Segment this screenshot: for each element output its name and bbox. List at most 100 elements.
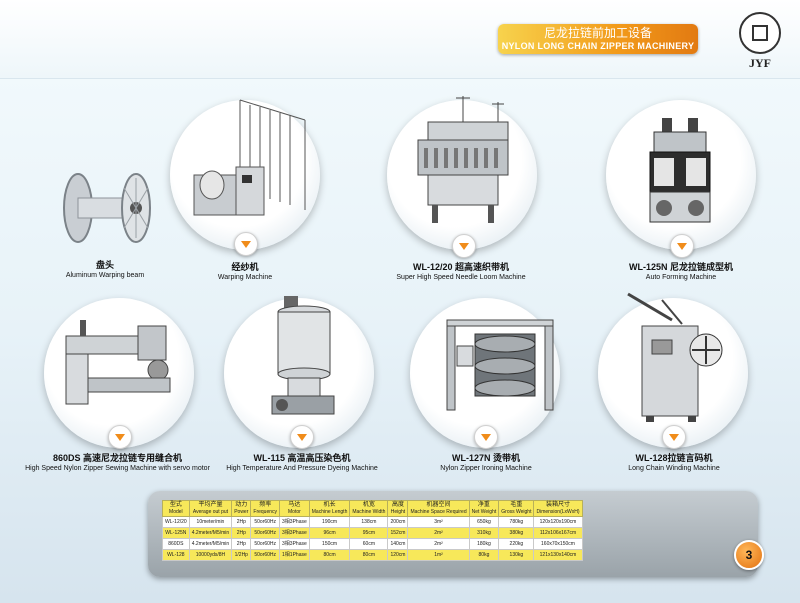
spec-header-label: 机宽 xyxy=(362,502,375,508)
table-cell: 60cm xyxy=(349,538,389,550)
product-name-en: Nylon Zipper Ironing Machine xyxy=(440,465,532,472)
product-name-en: Aluminum Warping beam xyxy=(65,272,145,279)
spec-header-label: Power xyxy=(234,509,249,515)
chevron-down-icon[interactable] xyxy=(452,234,476,258)
table-cell: 50or60Hz xyxy=(250,549,281,561)
table-cell: 780kg xyxy=(498,516,535,528)
product-caption-7: WL-128拉链言码机 Long Chain Winding Machine xyxy=(604,453,744,474)
warping-machine-image xyxy=(193,99,306,216)
ironing-machine-image xyxy=(446,319,554,411)
dyeing-machine-image xyxy=(271,296,335,415)
table-cell: 2m² xyxy=(407,527,470,539)
table-cell: 3相3Phase xyxy=(279,527,310,539)
table-cell: 80cm xyxy=(308,549,351,561)
table-cell: 130kg xyxy=(498,549,535,561)
chevron-down-icon[interactable] xyxy=(662,425,686,449)
table-cell: 50or60Hz xyxy=(250,527,281,539)
table-cell: 2m² xyxy=(407,538,470,550)
table-cell: 50or60Hz xyxy=(250,516,281,528)
spec-header-label: 净重 xyxy=(477,502,490,508)
table-cell: 650kg xyxy=(468,516,500,528)
product-name-en: Auto Forming Machine xyxy=(645,274,717,281)
table-cell: WL-12/20 xyxy=(162,516,190,528)
auto-forming-image xyxy=(649,118,711,223)
table-cell: 220kg xyxy=(498,538,535,550)
spec-header-label: 机长 xyxy=(323,502,336,508)
product-name-cn: WL-12/20 超高速织带机 xyxy=(412,262,509,272)
table-cell: 3m² xyxy=(407,516,470,528)
product-name-en: Super High Speed Needle Loom Machine xyxy=(396,274,526,281)
chevron-down-icon[interactable] xyxy=(234,232,258,256)
table-cell: 2Hp xyxy=(231,538,252,550)
table-cell: 160x70x150cm xyxy=(533,538,583,550)
spec-header-label: Net Weight xyxy=(471,509,497,515)
table-cell: 4.2meter/M5/min xyxy=(188,527,233,539)
table-cell: 121x130x140cm xyxy=(533,549,583,561)
product-name-cn: WL-127N 烫带机 xyxy=(451,453,520,463)
company-logo: JYF xyxy=(738,12,782,71)
spec-header-label: Height xyxy=(390,509,406,515)
product-name-en: High Temperature And Pressure Dyeing Mac… xyxy=(226,465,378,472)
table-cell: 1相1Phase xyxy=(279,549,310,561)
product-caption-4: 860DS 高速尼龙拉链专用缝合机 High Speed Nylon Zippe… xyxy=(20,453,215,474)
spec-header-label: 装箱尺寸 xyxy=(545,502,570,508)
table-cell: 96cm xyxy=(308,527,351,539)
table-cell: 310kg xyxy=(468,527,500,539)
product-caption-1: 经纱机 Warping Machine xyxy=(180,262,310,283)
table-cell: 80cm xyxy=(349,549,389,561)
table-cell: 190cm xyxy=(308,516,351,528)
table-cell: 200cm xyxy=(387,516,409,528)
product-name-en: High Speed Nylon Zipper Sewing Machine w… xyxy=(25,465,210,472)
table-cell: 4.2meter/M5/min xyxy=(188,538,233,550)
coin-logo-icon xyxy=(739,12,781,54)
spec-header-label: 机器空间 xyxy=(426,502,451,508)
spec-header-label: 频率 xyxy=(259,502,272,508)
page-title-banner: 尼龙拉链前加工设备 NYLON LONG CHAIN ZIPPER MACHIN… xyxy=(498,24,698,54)
table-cell: 380kg xyxy=(498,527,535,539)
product-name-cn: 经纱机 xyxy=(231,262,259,272)
page-number-badge: 3 xyxy=(734,540,764,570)
spec-header-label: Machine Space Required xyxy=(410,509,467,515)
chevron-down-icon[interactable] xyxy=(670,234,694,258)
table-cell: 95cm xyxy=(349,527,389,539)
table-cell: WL-128 xyxy=(162,549,190,561)
table-cell: 112x106x167cm xyxy=(533,527,583,539)
chevron-down-icon[interactable] xyxy=(108,425,132,449)
spec-header-label: 动力 xyxy=(235,502,248,508)
table-cell: 120cm xyxy=(387,549,409,561)
chevron-down-icon[interactable] xyxy=(474,425,498,449)
spec-header-label: Gross Weight xyxy=(501,509,532,515)
spec-header-label: Model xyxy=(169,509,183,515)
table-cell: 3相3Phase xyxy=(279,516,310,528)
product-name-cn: 盘头 xyxy=(95,260,114,270)
table-cell: 2Hp xyxy=(231,527,252,539)
spec-header-label: Machine Width xyxy=(352,509,386,515)
chevron-down-icon[interactable] xyxy=(290,425,314,449)
spec-header-label: Frequency xyxy=(253,509,278,515)
table-cell: 860DS xyxy=(162,538,190,550)
table-cell: 10meter/min xyxy=(188,516,233,528)
table-cell: 3相3Phase xyxy=(279,538,310,550)
sewing-machine-image xyxy=(65,320,171,405)
needle-loom-image xyxy=(417,96,509,223)
spec-header-label: Dimension(LxWxH) xyxy=(536,509,580,515)
product-name-cn: 860DS 高速尼龙拉链专用缝合机 xyxy=(52,453,183,463)
spec-header-label: Average out put xyxy=(192,509,229,515)
product-caption-2: WL-12/20 超高速织带机 Super High Speed Needle … xyxy=(386,262,536,283)
table-cell: 1/2Hp xyxy=(231,549,252,561)
winding-machine-image xyxy=(627,292,723,422)
table-cell: WL-125N xyxy=(162,527,190,539)
